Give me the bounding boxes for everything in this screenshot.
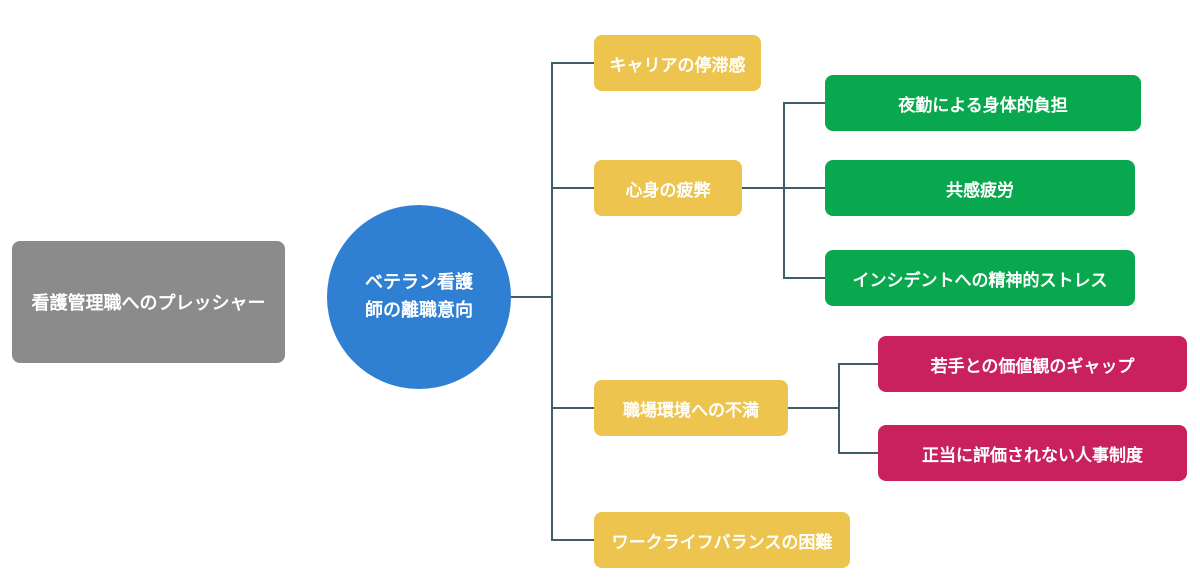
node-leaf-generation-value-gap[interactable]: 若手との価値観のギャップ	[878, 336, 1187, 392]
node-leaf-night-shift-physical-burden[interactable]: 夜勤による身体的負担	[825, 75, 1141, 131]
node-branch-mental-physical-exhaustion[interactable]: 心身の疲弊	[594, 160, 742, 216]
connector-crimson-subtrunk	[838, 363, 840, 454]
node-pressure-of-management-role[interactable]: 看護管理職へのプレッシャー	[12, 241, 285, 363]
connector-workplace-to-subtrunk	[788, 407, 838, 409]
node-label: 心身の疲弊	[625, 180, 711, 200]
node-leaf-unfair-hr-evaluation[interactable]: 正当に評価されない人事制度	[878, 425, 1187, 481]
connector-leaf-compassion	[783, 187, 827, 189]
connector-leaf-hr	[838, 452, 880, 454]
node-label: インシデントへの精神的ストレス	[852, 270, 1108, 290]
connector-center-to-trunk	[510, 296, 552, 298]
connector-branch-career	[551, 62, 596, 64]
node-center-veteran-nurse-turnover[interactable]: ベテラン看護師の離職意向	[327, 205, 511, 389]
node-label: 正当に評価されない人事制度	[922, 445, 1143, 465]
node-leaf-incident-mental-stress[interactable]: インシデントへの精神的ストレス	[825, 250, 1135, 306]
node-label: 看護管理職へのプレッシャー	[31, 293, 266, 313]
node-branch-career-stagnation[interactable]: キャリアの停滞感	[594, 35, 761, 91]
node-label: 共感疲労	[946, 180, 1014, 200]
node-label: ベテラン看護師の離職意向	[365, 272, 473, 320]
connector-leaf-nightshift	[783, 102, 827, 104]
connector-green-subtrunk	[783, 102, 785, 279]
node-label: 若手との価値観のギャップ	[930, 356, 1135, 376]
connector-exhaustion-to-subtrunk	[742, 187, 784, 189]
connector-leaf-incident	[783, 277, 827, 279]
connector-branch-exhaustion	[551, 187, 596, 189]
connector-branch-workplace	[551, 407, 596, 409]
node-label: 職場環境への不満	[623, 400, 759, 420]
node-branch-workplace-dissatisfaction[interactable]: 職場環境への不満	[594, 380, 788, 436]
node-label: 夜勤による身体的負担	[898, 95, 1068, 115]
node-label: キャリアの停滞感	[609, 55, 746, 75]
node-label: ワークライフバランスの困難	[611, 532, 833, 552]
node-branch-work-life-balance-difficulty[interactable]: ワークライフバランスの困難	[594, 512, 850, 568]
node-leaf-compassion-fatigue[interactable]: 共感疲労	[825, 160, 1135, 216]
connector-main-trunk	[551, 62, 553, 541]
connector-leaf-gap	[838, 363, 880, 365]
connector-branch-worklife	[551, 539, 596, 541]
